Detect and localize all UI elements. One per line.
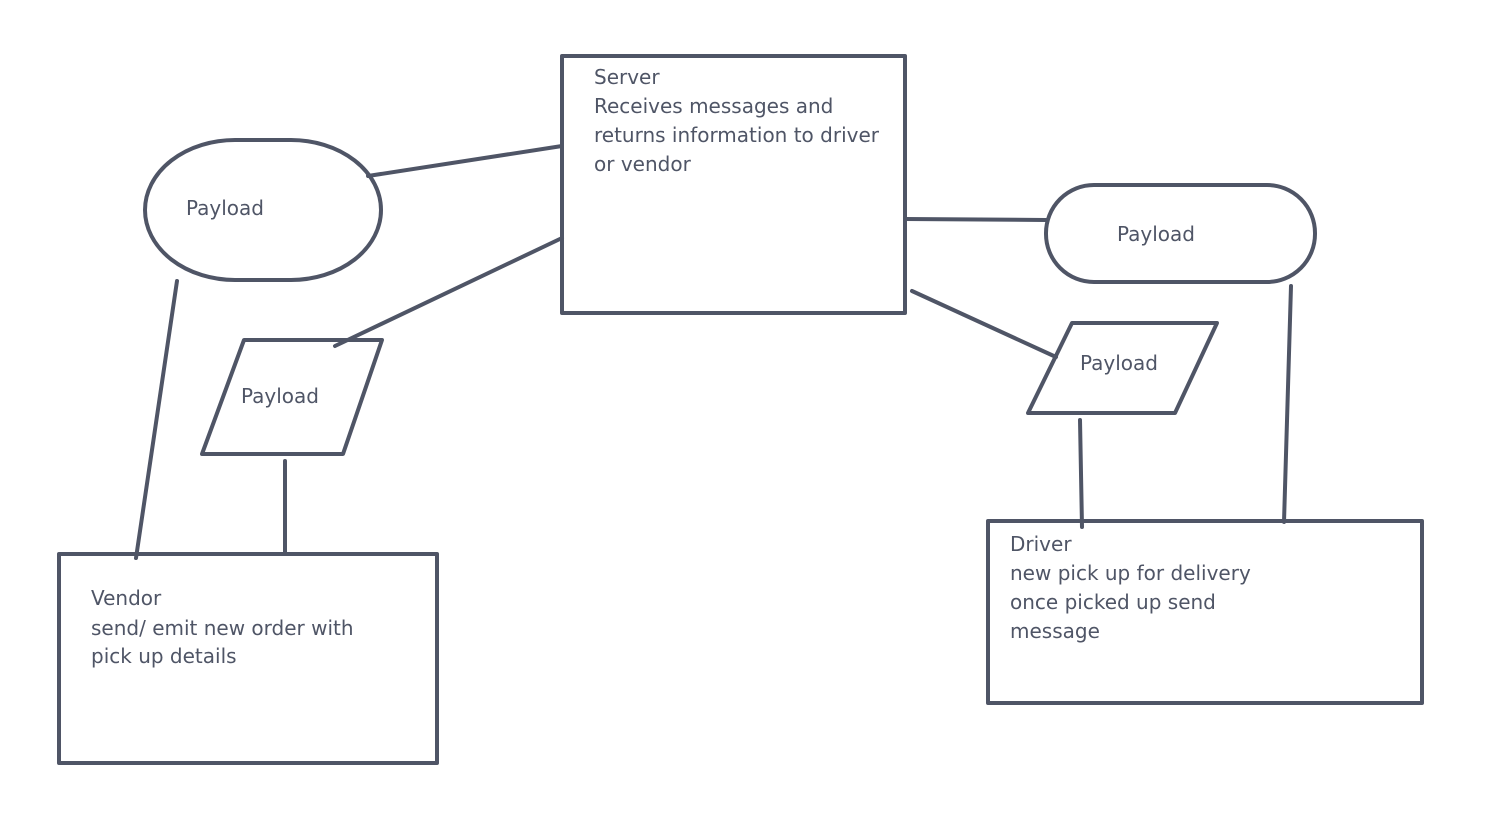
vendor-payload-terminator: Payload bbox=[143, 138, 383, 282]
server-box: Server Receives messages and returns inf… bbox=[560, 54, 907, 315]
vendor-payload-terminator-label: Payload bbox=[186, 196, 264, 220]
connector-server-vendor-terminator bbox=[366, 144, 564, 178]
server-box-text: Server Receives messages and returns inf… bbox=[594, 65, 885, 176]
driver-payload-data-label: Payload bbox=[1080, 351, 1158, 375]
server-box-border bbox=[560, 54, 907, 315]
connector-vendor-terminator-vendor bbox=[134, 279, 179, 560]
driver-box-border bbox=[986, 519, 1424, 705]
driver-payload-terminator-shape bbox=[1044, 183, 1317, 284]
connector-driver-terminator-driver bbox=[1282, 284, 1293, 524]
vendor-payload-data-shape bbox=[200, 338, 384, 456]
vendor-box-text: Vendor send/ emit new order with pick up… bbox=[91, 586, 360, 668]
vendor-box: Vendor send/ emit new order with pick up… bbox=[57, 552, 439, 765]
driver-payload-terminator-label: Payload bbox=[1117, 222, 1195, 246]
driver-box-text: Driver new pick up for delivery once pic… bbox=[1010, 532, 1257, 643]
vendor-title: Vendor bbox=[91, 586, 162, 610]
vendor-payload-terminator-shape bbox=[143, 138, 383, 282]
driver-line-1: new pick up for delivery bbox=[1010, 561, 1251, 585]
server-title: Server bbox=[594, 65, 660, 89]
vendor-line-1: send/ emit new order with bbox=[91, 616, 354, 640]
server-line-3: or vendor bbox=[594, 152, 692, 176]
driver-line-3: message bbox=[1010, 619, 1100, 643]
driver-payload-data-shape bbox=[1026, 321, 1219, 415]
server-line-2: returns information to driver bbox=[594, 123, 880, 147]
driver-payload-terminator: Payload bbox=[1044, 183, 1317, 284]
driver-line-2: once picked up send bbox=[1010, 590, 1216, 614]
vendor-payload-data-label: Payload bbox=[241, 384, 319, 408]
connector-server-vendor-data bbox=[333, 236, 564, 348]
connector-server-driver-data bbox=[910, 289, 1058, 359]
vendor-box-border bbox=[57, 552, 439, 765]
vendor-payload-data: Payload bbox=[200, 338, 384, 456]
vendor-line-2: pick up details bbox=[91, 644, 237, 668]
connector-driver-data-driver bbox=[1078, 418, 1084, 529]
driver-payload-data: Payload bbox=[1026, 321, 1219, 415]
driver-box: Driver new pick up for delivery once pic… bbox=[986, 519, 1424, 705]
connector-server-driver-terminator bbox=[903, 217, 1048, 222]
server-line-1: Receives messages and bbox=[594, 94, 833, 118]
driver-title: Driver bbox=[1010, 532, 1072, 556]
